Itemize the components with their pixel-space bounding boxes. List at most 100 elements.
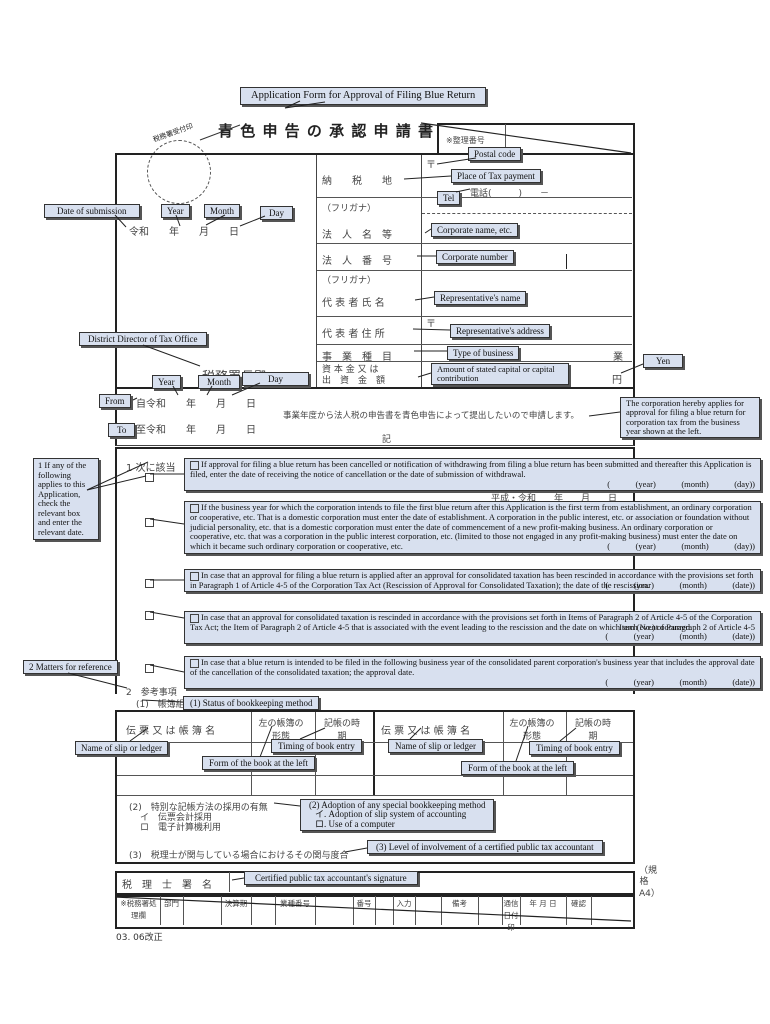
section2-sub2-ro[interactable]: ロ 電子計算機利用 xyxy=(140,823,222,833)
tax-place-callout: Place of Tax payment xyxy=(451,169,541,184)
representative-name-label: 代 表 者 氏 名 xyxy=(322,298,385,309)
submission-date-field[interactable]: 令和 年 月 日 xyxy=(129,227,239,238)
slip-system-option: イ. Adoption of slip system of accounting xyxy=(315,809,467,820)
yen-callout: Yen xyxy=(643,354,684,369)
office-use-cell: 入力 xyxy=(396,899,412,908)
reference-number-label: ※整理番号 xyxy=(446,136,485,145)
ledger-header-5: 左の帳簿の形態 xyxy=(509,719,555,742)
section2-sub2: (2) 特別な記帳方法の採用の有無 xyxy=(129,803,268,813)
signature-field[interactable] xyxy=(430,873,629,891)
ledger-header-2: 左の帳簿の形態 xyxy=(258,719,304,742)
checkbox-icon xyxy=(190,571,199,581)
title-en-callout: Application Form for Approval of Filing … xyxy=(240,87,487,106)
submission-year-callout: Year xyxy=(161,204,190,219)
from-callout: From xyxy=(99,394,131,409)
section1-checkbox-5[interactable] xyxy=(145,663,156,674)
checkbox-icon xyxy=(190,460,199,470)
representative-name-callout: Representative's name xyxy=(434,291,527,306)
section1-item-5: In case that a blue return is intended t… xyxy=(184,656,761,690)
revision-label: 03. 06改正 xyxy=(116,933,163,943)
page-title: 青 色 申 告 の 承 認 申 請 書 xyxy=(218,122,435,140)
period-year-callout: Year xyxy=(152,375,181,390)
office-use-divider xyxy=(591,896,592,925)
corporate-name-label: 法 人 名 等 xyxy=(322,230,392,241)
computer-option: ロ. Use of a computer xyxy=(315,818,395,829)
office-use-divider xyxy=(251,896,252,925)
business-type-callout: Type of business xyxy=(447,346,520,361)
checkbox-icon xyxy=(190,503,199,513)
book-form-callout-2: Form of the book at the left xyxy=(461,761,574,776)
applicant-info-box xyxy=(115,153,635,389)
section1-checkbox-3[interactable] xyxy=(145,578,156,589)
application-statement: 事業年度から法人税の申告書を青色申告によって提出したいので申請します。 xyxy=(283,411,579,421)
office-use-cell: 備考 xyxy=(452,899,467,908)
corporate-number-callout: Corporate number xyxy=(436,250,514,265)
section2-callout: 2 Matters for reference xyxy=(23,660,118,675)
ledger-header-3: 記帳の時期 xyxy=(323,719,360,742)
corporate-number-field[interactable] xyxy=(540,250,628,268)
ledger-row-2[interactable] xyxy=(117,776,631,794)
section1-item-1: If approval for filing a blue return has… xyxy=(184,458,761,492)
section1-checkbox-4[interactable] xyxy=(145,610,156,621)
receipt-stamp-circle xyxy=(147,140,211,204)
representative-address-label: 代 表 者 住 所 xyxy=(322,329,385,340)
section1-callout: 1 If any of the following applies to thi… xyxy=(33,458,99,541)
section1-item-3-date: ( (year) (month) (date)) xyxy=(605,579,755,590)
ledger-header-1: 伝 票 又 は 帳 簿 名 xyxy=(126,726,216,737)
rep-address-postal-mark: 〒 xyxy=(426,319,436,330)
tel-callout: Tel xyxy=(437,191,461,206)
signature-label: 税 理 士 署 名 xyxy=(122,880,212,891)
special-bookkeeping-title: (2) Adoption of any special bookkeeping … xyxy=(309,800,486,810)
entry-timing-callout-1: Timing of book entry xyxy=(271,739,362,754)
ledger-name-callout-1: Name of slip or ledger xyxy=(75,741,168,756)
furigana-label-1: （フリガナ） xyxy=(322,204,377,214)
office-use-cell: 通信日付印 xyxy=(503,899,519,932)
ledger-table xyxy=(115,710,635,864)
period-month-callout: Month xyxy=(198,375,241,390)
checkbox-icon xyxy=(190,658,199,668)
business-type-unit: 業 xyxy=(613,352,623,363)
postal-mark: 〒 xyxy=(426,160,436,171)
ledger-name-callout-2: Name of slip or ledger xyxy=(388,739,483,754)
capital-label-2: 出 資 金 額 xyxy=(322,376,386,386)
era-date-field[interactable]: 平成・令和 年 月 日 xyxy=(491,494,618,504)
accountant-involvement-callout: (3) Level of involvement of a certified … xyxy=(367,840,603,855)
corporate-name-field[interactable] xyxy=(530,215,630,241)
business-type-label: 事 業 種 目 xyxy=(322,352,392,363)
section1-item-2: If the business year for which the corpo… xyxy=(184,501,761,554)
office-use-cell: 年 月 日 xyxy=(529,899,557,908)
ki-label: 記 xyxy=(382,435,392,445)
section1-checkbox-2[interactable] xyxy=(145,517,156,528)
office-use-divider xyxy=(478,896,479,925)
section1-item-4: In case that an approval for consolidate… xyxy=(184,611,761,645)
office-use-cell: 番号 xyxy=(356,899,372,908)
representative-address-callout: Representative's address xyxy=(450,324,550,339)
tel-label: 電話( ) － xyxy=(470,189,550,199)
period-from-field[interactable]: 自令和 年 月 日 xyxy=(136,399,256,410)
section1-item-2-date: ( (year) (month) (day)) xyxy=(607,540,755,551)
ledger-row-1[interactable] xyxy=(117,743,631,774)
office-use-divider xyxy=(315,896,316,925)
signature-callout: Certified public tax accountant's signat… xyxy=(244,871,418,886)
submission-month-callout: Month xyxy=(204,204,241,219)
period-day-callout: Day xyxy=(242,372,309,387)
section2-heading: 2 参考事項 xyxy=(126,688,177,698)
office-use-cell: ※税務署処理欄 xyxy=(120,899,157,920)
section2-sub3: (3) 税理士が関与している場合におけるその関与度合 xyxy=(129,851,349,861)
section1-item-1-date: ( (year) (month) (day)) xyxy=(607,478,755,489)
book-form-callout-1: Form of the book at the left xyxy=(202,756,315,771)
paper-size-label: （規格A4） xyxy=(639,866,660,899)
section1-item-5-date: ( (year) (month) (date)) xyxy=(605,676,755,687)
office-use-cell: 部門 xyxy=(164,899,179,908)
capital-callout: Amount of stated capital or capital cont… xyxy=(431,363,569,385)
checkbox-icon xyxy=(190,613,199,623)
office-use-cell: 業種番号 xyxy=(280,899,310,908)
office-use-divider xyxy=(183,896,184,925)
entry-timing-callout-2: Timing of book entry xyxy=(529,741,620,756)
period-to-field[interactable]: 至令和 年 月 日 xyxy=(136,425,256,436)
section2-sub2-i[interactable]: イ 伝票会計採用 xyxy=(140,813,213,823)
submission-date-callout: Date of submission xyxy=(44,204,140,219)
section1-checkbox-1[interactable] xyxy=(145,472,156,483)
district-director-callout: District Director of Tax Office xyxy=(79,332,207,347)
office-use-divider xyxy=(415,896,416,925)
